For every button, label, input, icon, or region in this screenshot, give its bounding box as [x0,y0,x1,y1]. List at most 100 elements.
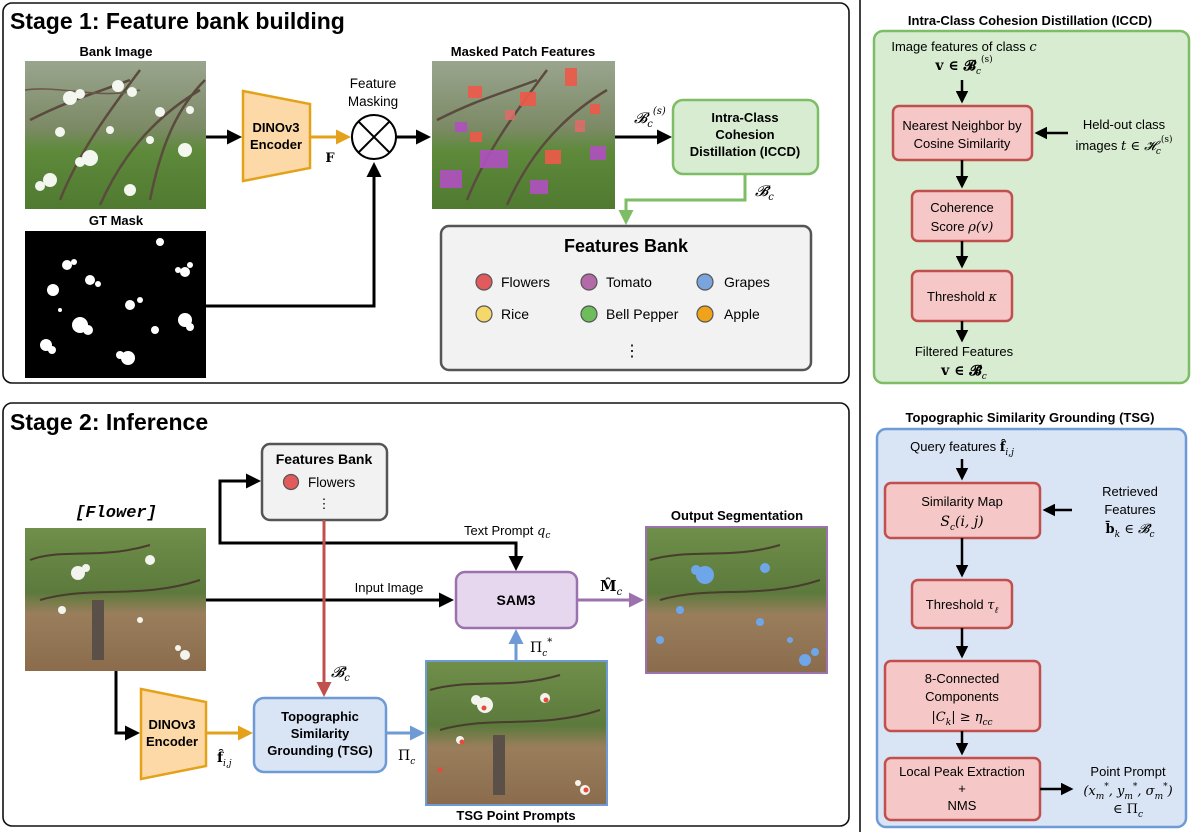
bank-image [24,61,206,209]
arrow-prompt-to-sam [218,510,524,571]
tsg-box: Topographic Similarity Grounding (TSG) [252,696,388,774]
svg-text:Score ρ(v): Score ρ(v) [931,219,994,235]
svg-text:𝓑̄c: 𝓑̄c [331,663,350,684]
svg-text:Encoder: Encoder [146,734,198,749]
svg-text:Query features f̂i,j: Query features f̂i,j [910,439,1014,458]
peak-box: Local Peak Extraction + NMS [883,756,1042,822]
stage1-features-bank: Features Bank Flowers Tomato Grapes Rice… [439,224,813,372]
retrieved-text: Retrieved Features b̄k ∈ 𝓑̄c [1102,484,1158,540]
svg-text:Point Prompt: Point Prompt [1090,764,1166,779]
svg-text:Rice: Rice [501,306,529,322]
svg-text:(xm*, ym*, σm*): (xm*, ym*, σm*) [1083,782,1172,802]
bank-input-symbol: 𝓑c(s) [634,106,666,130]
feature-masking-label-1: Feature [350,76,397,91]
svg-text:Cosine Similarity: Cosine Similarity [914,136,1011,151]
svg-text:Sc(i, j): Sc(i, j) [940,514,983,533]
sam3-box: SAM3 [454,570,579,630]
mask-symbol: M̂c [600,577,623,598]
prompt-text: [Flower] [75,504,157,523]
svg-text:Similarity Map: Similarity Map [921,494,1003,509]
svg-text:Retrieved: Retrieved [1102,484,1158,499]
svg-text:Local Peak Extraction: Local Peak Extraction [899,764,1025,779]
pi-star-symbol: Πc* [530,637,552,659]
svg-text:M̂c: M̂c [600,577,623,598]
point-prompt-text: Point Prompt (xm*, ym*, σm*) ∈ Πc [1083,764,1172,820]
output-label: Output Segmentation [671,508,803,523]
svg-text:Nearest Neighbor by: Nearest Neighbor by [902,118,1022,133]
feature-symbol-stage2: f̂i,j [217,748,232,769]
stage2-title: Stage 2: Inference [10,409,208,435]
iccd-title: Intra-Class Cohesion Distillation (ICCD) [908,13,1152,28]
iccd-detail-panel: Intra-Class Cohesion Distillation (ICCD)… [872,13,1191,385]
svg-text:Held-out class: Held-out class [1083,117,1166,132]
masked-patch-label: Masked Patch Features [451,44,596,59]
svg-text:⋮: ⋮ [318,496,331,511]
cc-box: 8-Connected Components |Ck| ≥ ηcc [883,659,1042,733]
query-text: Query features f̂i,j [910,439,1014,458]
svg-text:Distillation (ICCD): Distillation (ICCD) [690,144,801,159]
stage2-encoder: DINOv3 Encoder [139,687,208,781]
iccd-nn-box: Nearest Neighbor by Cosine Similarity [891,104,1034,162]
svg-text:Grounding (TSG): Grounding (TSG) [267,743,372,758]
tsg-threshold-box: Threshold τℓ [910,578,1014,630]
iccd-input-text: Image features of class c v ∈ 𝓑c(s) [891,39,1037,77]
svg-text:Bell Pepper: Bell Pepper [606,306,679,322]
svg-text:Text Prompt qc: Text Prompt qc [464,523,550,541]
svg-text:Tomato: Tomato [606,274,652,290]
svg-text:8-Connected: 8-Connected [925,671,999,686]
feature-masking-operator [351,114,397,160]
svg-text:DINOv3: DINOv3 [253,120,300,135]
svg-text:Intra-Class: Intra-Class [711,110,778,125]
svg-text:images t ∈ 𝓗c(s): images t ∈ 𝓗c(s) [1075,134,1172,157]
arrow-input-to-encoder [114,671,140,741]
arrow-prompt-to-bank [218,473,261,510]
arrow-iccd-to-bank [618,174,747,225]
feature-masking-label-2: Masking [348,94,398,109]
simmap-box: Similarity Map Sc(i, j) [883,481,1042,540]
bank-item: Grapes [696,273,770,291]
svg-text:Features Bank: Features Bank [276,451,373,467]
svg-text:Πc: Πc [398,748,415,767]
svg-text:DINOv3: DINOv3 [149,717,196,732]
svg-text:v ∈ 𝓑c(s): v ∈ 𝓑c(s) [934,54,992,77]
masked-patch-image [432,61,615,209]
svg-text:Threshold τℓ: Threshold τℓ [926,597,999,616]
svg-text:Flowers: Flowers [501,274,550,290]
bank-item: Rice [475,305,529,323]
stage1-panel: Stage 1: Feature bank building Bank Imag… [2,2,850,384]
input-image [25,528,206,671]
svg-text:Flowers: Flowers [308,475,356,490]
svg-text:|Ck| ≥ ηcc: |Ck| ≥ ηcc [931,710,992,728]
stage1-iccd-box: Intra-Class Cohesion Distillation (ICCD) [671,98,820,176]
svg-text:Coherence: Coherence [930,200,994,215]
svg-text:Encoder: Encoder [250,137,302,152]
bank-item: Apple [696,305,760,323]
svg-text:∈ Πc: ∈ Πc [1113,802,1143,820]
stage2-features-bank: Features Bank Flowers ⋮ [260,442,389,522]
feature-symbol: F [325,151,335,166]
svg-text:NMS: NMS [948,798,977,813]
svg-text:Features: Features [1104,502,1156,517]
tsg-points-label: TSG Point Prompts [456,808,575,823]
svg-text:Apple: Apple [724,306,760,322]
svg-text:Image features of class c: Image features of class c [891,39,1037,55]
stage1-title: Stage 1: Feature bank building [10,8,345,34]
iccd-output-symbol: 𝓑̄c [755,182,774,203]
text-prompt-label: Text Prompt qc [464,523,550,541]
stage2-panel: Stage 2: Inference [Flower] Features Ban… [2,402,850,827]
input-image-label: Input Image [355,580,424,595]
gt-mask-label: GT Mask [89,213,144,228]
svg-text:SAM3: SAM3 [497,592,536,608]
svg-text:Similarity: Similarity [291,726,350,741]
features-bank-title: Features Bank [564,236,689,256]
svg-text:𝓑̄c: 𝓑̄c [755,182,774,203]
gt-mask-image [25,231,206,378]
iccd-threshold-box: Threshold κ [910,269,1014,323]
bank-item: Bell Pepper [580,305,679,323]
svg-text:Threshold κ: Threshold κ [927,289,997,305]
svg-text:Grapes: Grapes [724,274,770,290]
stage1-encoder: DINOv3 Encoder [241,89,312,183]
filtered-text: Filtered Features v ∈ 𝓑̄c [915,344,1014,382]
arrow-mask-to-masking [206,162,382,308]
